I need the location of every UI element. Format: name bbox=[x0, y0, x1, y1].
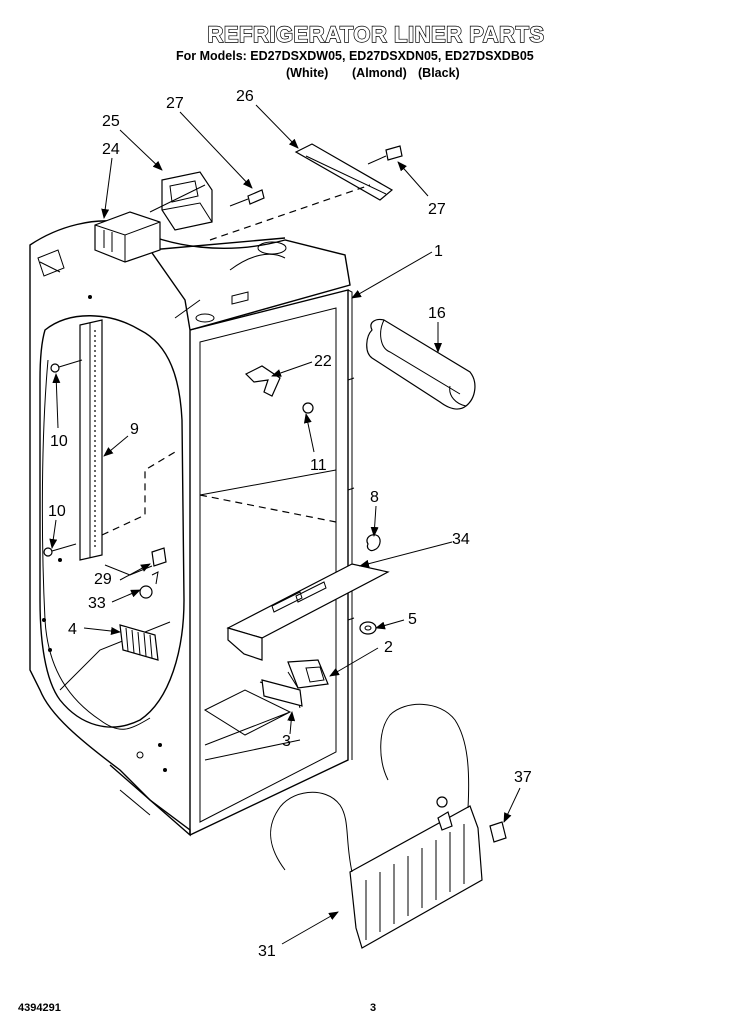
callout-33: 33 bbox=[88, 595, 106, 612]
callout-25: 25 bbox=[102, 113, 120, 130]
callout-5: 5 bbox=[408, 611, 417, 628]
part-34-shelf bbox=[226, 563, 390, 661]
callout-16: 16 bbox=[428, 305, 446, 322]
model-list: For Models: ED27DSXDW05, ED27DSXDN05, ED… bbox=[176, 49, 534, 63]
part-4-grille bbox=[119, 624, 159, 661]
callout-4: 4 bbox=[68, 621, 77, 638]
part-27-screw-left bbox=[229, 189, 265, 207]
callout-26: 26 bbox=[236, 88, 254, 105]
part-22-bracket bbox=[244, 365, 281, 397]
part-11-screw bbox=[302, 402, 314, 414]
callout-37: 37 bbox=[514, 769, 532, 786]
refrigerator-liner bbox=[29, 220, 355, 837]
callout-9: 9 bbox=[130, 421, 139, 438]
color-white: (White) bbox=[286, 66, 329, 80]
callout-11: 11 bbox=[310, 457, 327, 474]
callout-10-lower: 10 bbox=[48, 503, 66, 520]
part-16-cover bbox=[366, 318, 476, 410]
leader-25-28 bbox=[149, 184, 206, 213]
wire-dash bbox=[101, 451, 176, 536]
callout-27-left: 27 bbox=[166, 95, 184, 112]
part-10-screw-lower bbox=[43, 543, 77, 557]
page-title: REFRIGERATOR LINER PARTS bbox=[207, 21, 545, 47]
part-3-bracket bbox=[261, 679, 303, 707]
part-27-screw-right bbox=[367, 145, 403, 165]
callout-29: 29 bbox=[94, 571, 112, 588]
part-24-housing bbox=[94, 211, 161, 263]
part-37-screw bbox=[489, 821, 507, 843]
callout-2: 2 bbox=[384, 639, 393, 656]
color-almond: (Almond) bbox=[352, 66, 407, 80]
part-2-bracket bbox=[287, 659, 329, 689]
part-8-clip bbox=[366, 534, 381, 552]
callout-10-upper: 10 bbox=[50, 433, 68, 450]
callout-8: 8 bbox=[370, 489, 379, 506]
part-31-heater bbox=[270, 703, 483, 949]
part-5-nut bbox=[359, 621, 377, 635]
callout-3: 3 bbox=[282, 733, 291, 750]
callout-1: 1 bbox=[434, 243, 443, 260]
part-25-bracket bbox=[161, 171, 213, 231]
part-26-rail bbox=[294, 143, 394, 201]
part-33-bulb bbox=[139, 571, 159, 599]
callout-24: 24 bbox=[102, 141, 120, 158]
page-number: 3 bbox=[370, 1002, 377, 1014]
part-29-socket bbox=[104, 547, 167, 576]
callout-labels: 1 2 3 4 5 8 9 10 10 11 16 22 24 25 26 27… bbox=[48, 88, 532, 960]
part-9-channel bbox=[79, 319, 103, 561]
document-number: 4394291 bbox=[18, 1002, 61, 1014]
callout-22: 22 bbox=[314, 353, 332, 370]
leader-lines bbox=[49, 104, 521, 945]
part-10-screw-upper bbox=[50, 359, 83, 373]
callout-27-right: 27 bbox=[428, 201, 446, 218]
callout-34: 34 bbox=[452, 531, 470, 548]
color-black: (Black) bbox=[418, 66, 460, 80]
callout-31: 31 bbox=[258, 943, 276, 960]
dash-26-liner bbox=[209, 184, 371, 241]
